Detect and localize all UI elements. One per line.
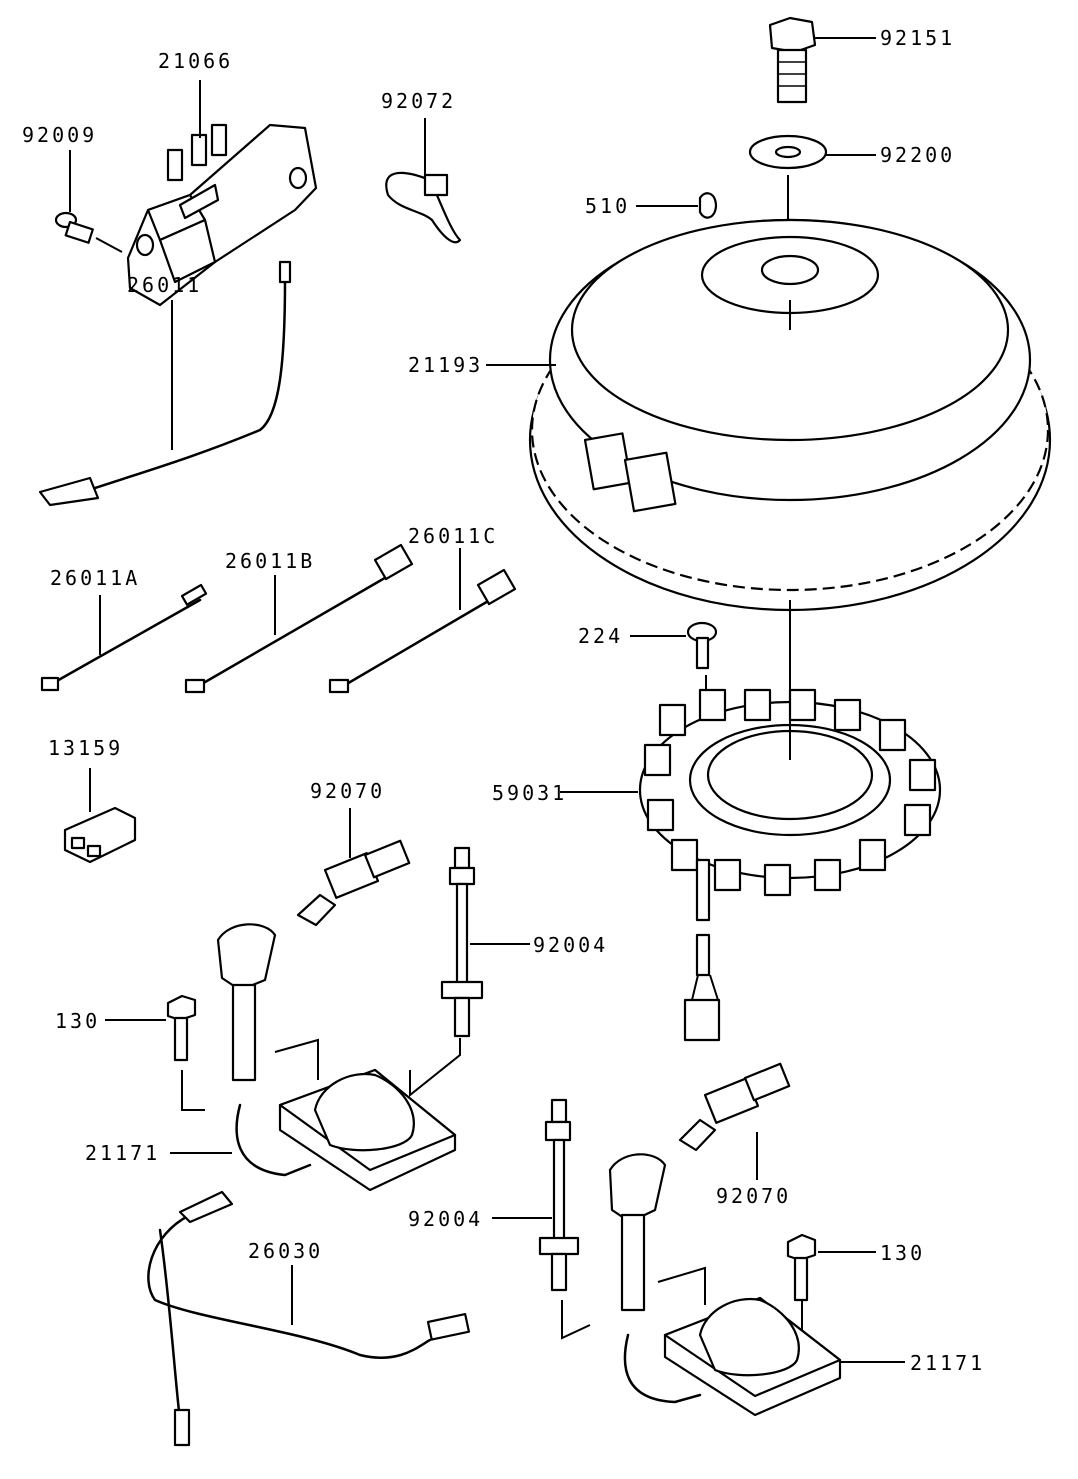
label-21066: 21066 xyxy=(158,49,233,73)
wire-26011A xyxy=(40,583,208,692)
label-26011A: 26011A xyxy=(50,566,140,590)
stator-59031 xyxy=(560,600,942,1042)
wire-26011C xyxy=(328,548,517,694)
washer-92200 xyxy=(748,134,876,268)
label-21171-lower: 21171 xyxy=(910,1351,985,1375)
spark-plug-92070-upper xyxy=(296,808,411,927)
label-26011C: 26011C xyxy=(408,524,498,548)
label-21171-upper: 21171 xyxy=(85,1141,160,1165)
label-13159: 13159 xyxy=(48,736,123,760)
ignition-coil-21171-upper xyxy=(170,923,461,1192)
spark-plug-92070-lower xyxy=(678,1062,791,1180)
stud-92004-upper xyxy=(440,846,530,1038)
label-510: 510 xyxy=(585,194,630,218)
label-26011B: 26011B xyxy=(225,549,315,573)
bolt-92151 xyxy=(768,16,876,104)
label-92004-lower: 92004 xyxy=(408,1207,483,1231)
stud-92004-lower xyxy=(492,1098,591,1340)
regulator-21066 xyxy=(126,80,318,307)
label-130-lower: 130 xyxy=(880,1241,925,1265)
label-21193: 21193 xyxy=(408,353,483,377)
label-92072: 92072 xyxy=(381,89,456,113)
label-26011: 26011 xyxy=(127,273,202,297)
flywheel-21193 xyxy=(486,218,1052,612)
label-59031: 59031 xyxy=(492,781,567,805)
label-92151: 92151 xyxy=(880,26,955,50)
wire-26011 xyxy=(38,260,292,507)
label-26030: 26030 xyxy=(248,1239,323,1263)
label-92009: 92009 xyxy=(22,123,97,147)
label-92070-lower: 92070 xyxy=(716,1184,791,1208)
label-224: 224 xyxy=(578,624,623,648)
bolt-130-upper xyxy=(105,994,205,1111)
bolt-130-lower xyxy=(786,1233,876,1330)
screw-92009 xyxy=(54,150,123,253)
label-92200: 92200 xyxy=(880,143,955,167)
connector-13159 xyxy=(63,768,137,864)
wire-26011B xyxy=(184,543,414,694)
label-130-upper: 130 xyxy=(55,1009,100,1033)
label-92004-upper: 92004 xyxy=(533,933,608,957)
clamp-92072 xyxy=(385,118,462,244)
label-92070-upper: 92070 xyxy=(310,779,385,803)
harness-26030 xyxy=(147,1190,471,1447)
ignition-coil-21171-lower xyxy=(608,1153,905,1417)
